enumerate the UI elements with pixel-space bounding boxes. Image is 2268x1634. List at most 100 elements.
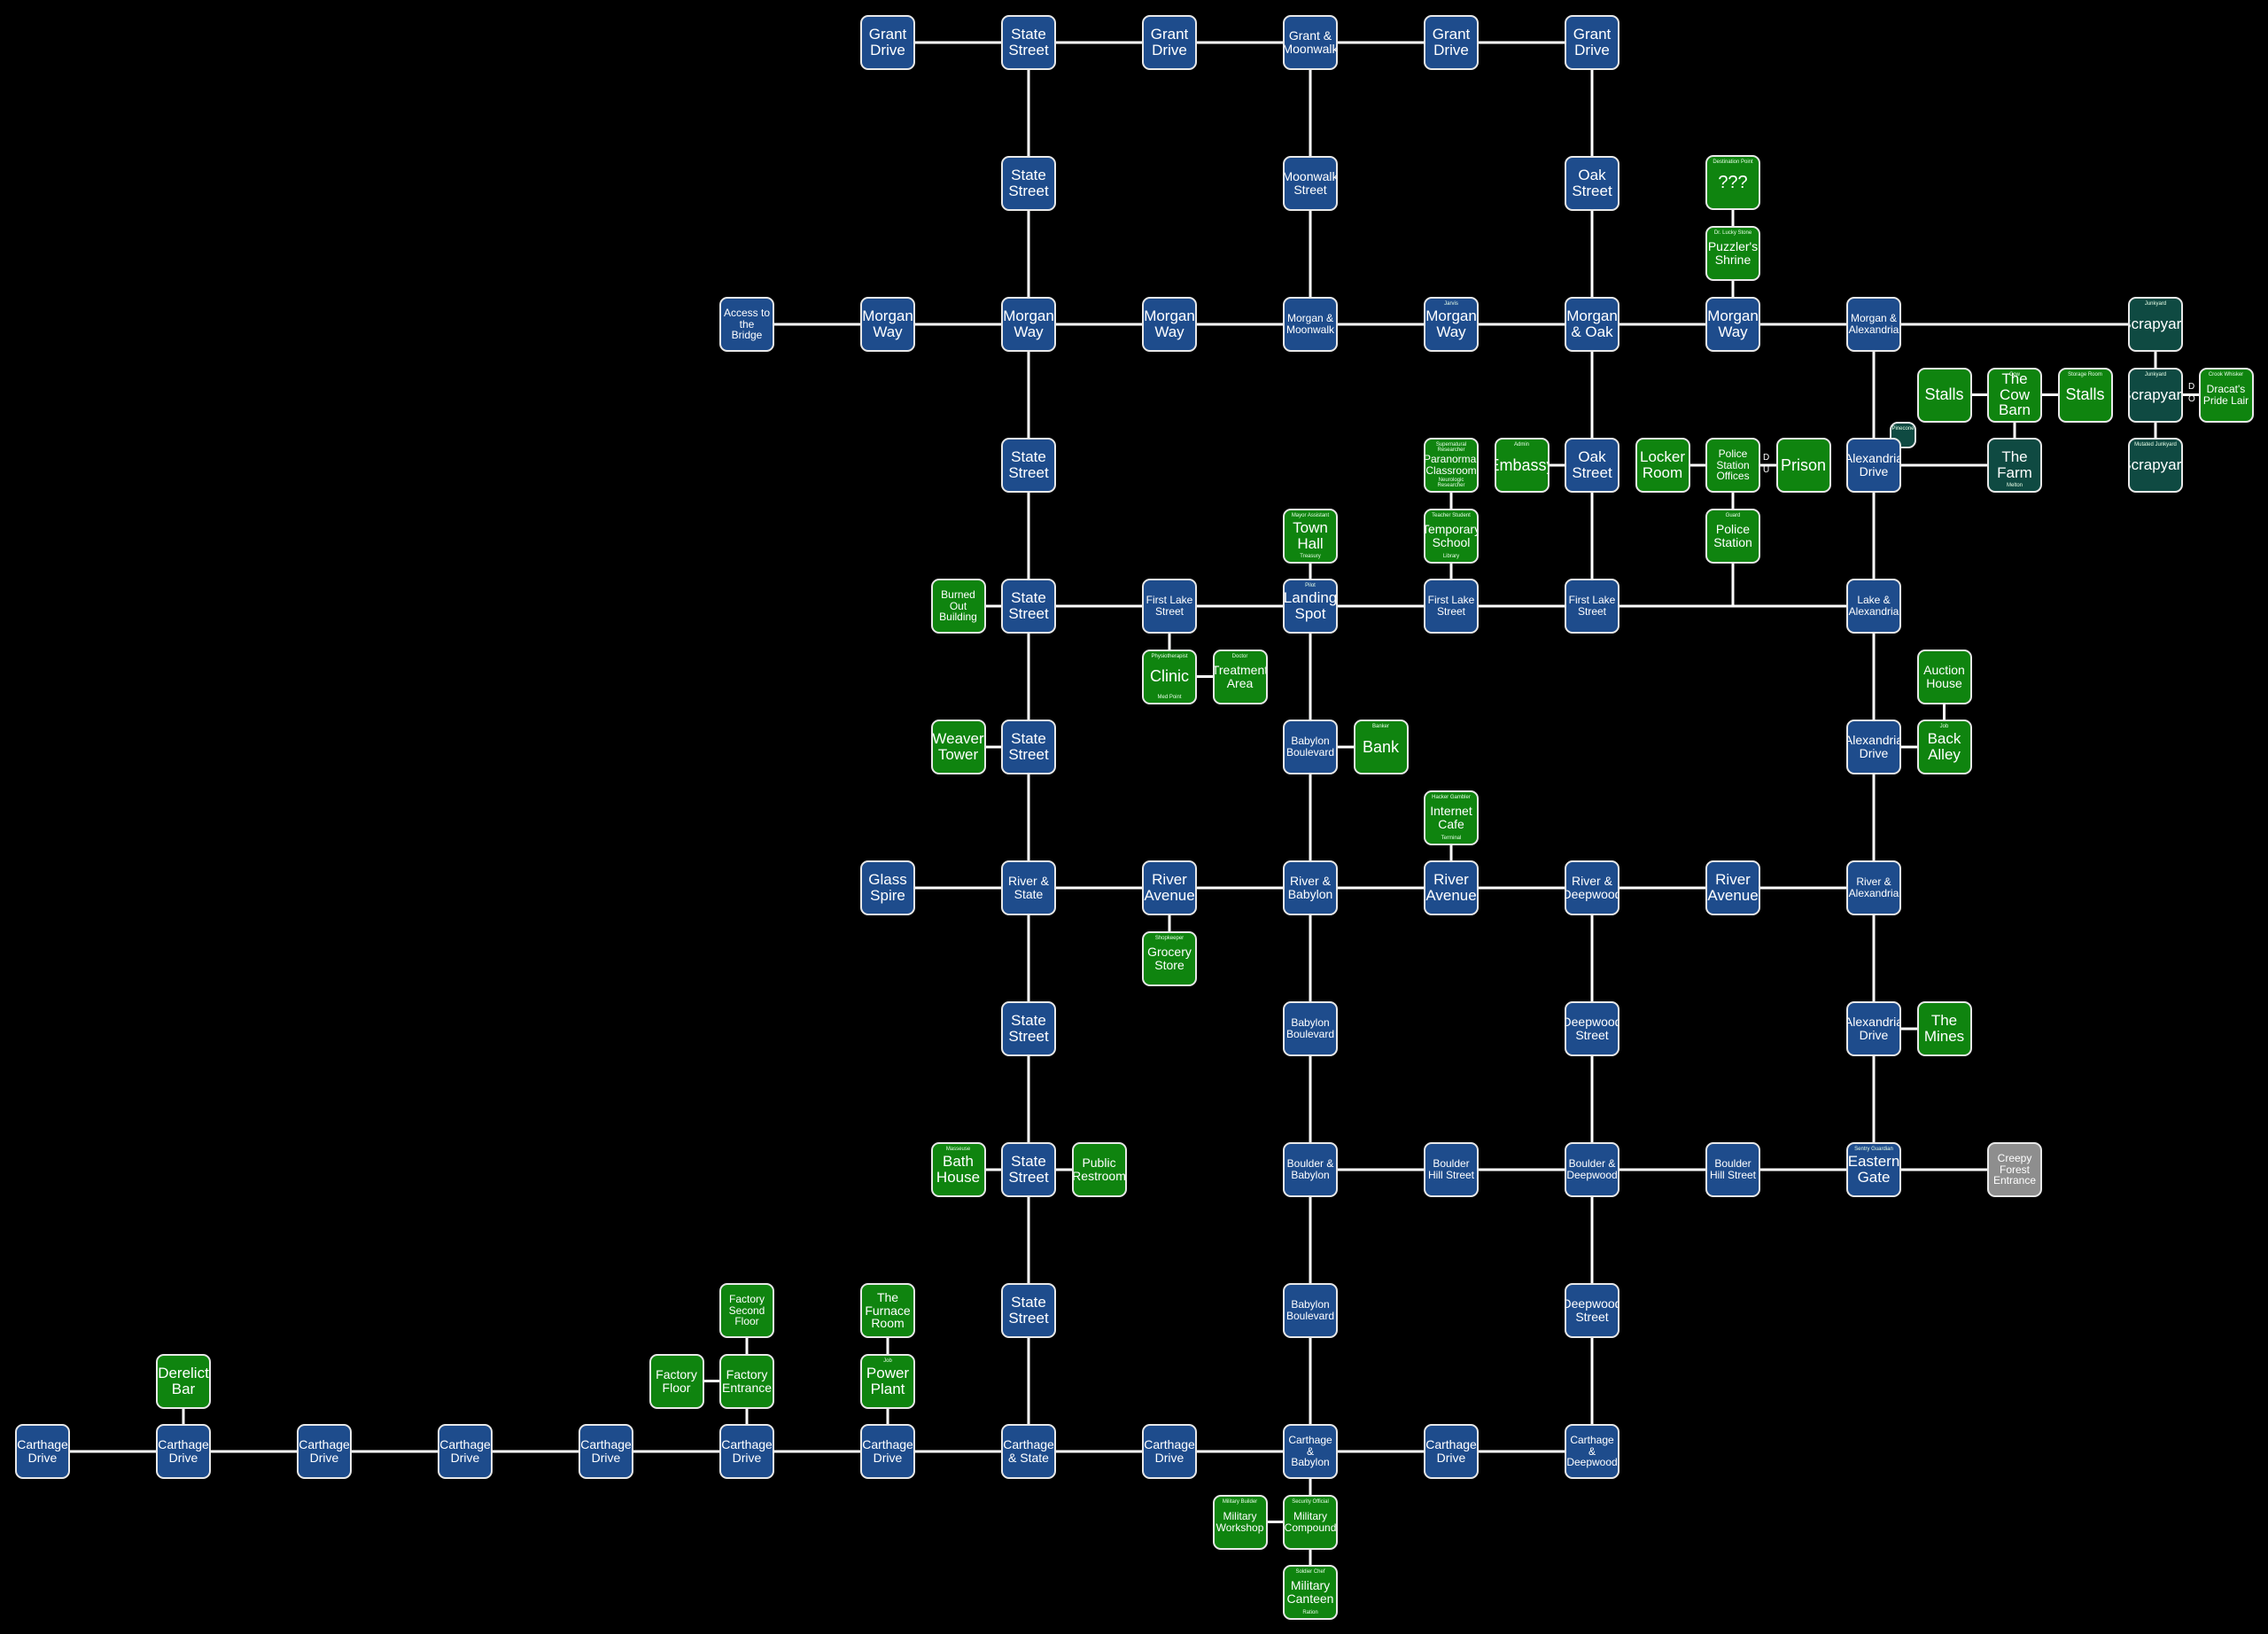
room-alexandria-drive-3[interactable]: Alexandria Drive [1846, 1001, 1901, 1056]
room-first-lake-4[interactable]: First Lake Street [1565, 579, 1619, 634]
room-alexandria-drive-1[interactable]: Alexandria Drive [1846, 438, 1901, 493]
room-river-avenue-3[interactable]: River Avenue [1705, 860, 1760, 915]
room-carthage-deepwood[interactable]: Carthage & Deepwood [1565, 1424, 1619, 1479]
room-babylon-blvd-2[interactable]: Babylon Boulevard [1283, 1001, 1338, 1056]
room-the-mines[interactable]: The Mines [1916, 1001, 1972, 1056]
room-scrapyard-3[interactable]: Mutated JunkyardScrapyard [2128, 438, 2183, 493]
room-state-street-1[interactable]: State Street [1001, 15, 1056, 70]
room-babylon-blvd-3[interactable]: Babylon Boulevard [1283, 1283, 1338, 1338]
room-state-street-4[interactable]: State Street [1001, 579, 1056, 634]
room-factory-floor[interactable]: Factory Floor [649, 1353, 704, 1409]
room-carthage-state[interactable]: Carthage & State [1001, 1424, 1056, 1479]
room-scrapyard-2[interactable]: JunkyardScrapyard [2128, 367, 2183, 423]
room-carthage-drive-7[interactable]: Carthage Drive [860, 1424, 915, 1479]
room-furnace-room[interactable]: The Furnace Room [860, 1283, 915, 1338]
room-grant-drive-2[interactable]: Grant Drive [1142, 15, 1197, 70]
room-moonwalk-street[interactable]: Moonwalk Street [1283, 156, 1338, 211]
room-river-deepwood[interactable]: River & Deepwood [1565, 860, 1619, 915]
room-state-street-2[interactable]: State Street [1001, 156, 1056, 211]
room-boulder-deepwood[interactable]: Boulder & Deepwood [1565, 1142, 1619, 1197]
room-carthage-drive-3[interactable]: Carthage Drive [297, 1424, 352, 1479]
room-grant-drive-4[interactable]: Grant Drive [1565, 15, 1619, 70]
room-morgan-moonwalk[interactable]: Morgan & Moonwalk [1283, 297, 1338, 352]
room-scrapyard-1[interactable]: JunkyardScrapyard [2128, 297, 2183, 352]
room-carthage-drive-8[interactable]: Carthage Drive [1142, 1424, 1197, 1479]
room-locker-room[interactable]: Locker Room [1635, 438, 1690, 493]
room-carthage-drive-1[interactable]: Carthage Drive [15, 1424, 70, 1479]
room-first-lake-3[interactable]: First Lake Street [1424, 579, 1479, 634]
room-state-street-5[interactable]: State Street [1001, 720, 1056, 774]
room-morgan-way-1[interactable]: Morgan Way [860, 297, 915, 352]
room-boulder-hill-2[interactable]: Boulder Hill Street [1705, 1142, 1760, 1197]
room-carthage-drive-2[interactable]: Carthage Drive [156, 1424, 211, 1479]
room-carthage-drive-5[interactable]: Carthage Drive [579, 1424, 633, 1479]
room-creepy-forest[interactable]: Creepy Forest Entrance [1987, 1142, 2042, 1197]
room-deepwood-street-1[interactable]: Deepwood Street [1565, 1001, 1619, 1056]
room-unknown-room[interactable]: Destination Point??? [1705, 155, 1760, 210]
room-grant-moonwalk[interactable]: Grant & Moonwalk [1283, 15, 1338, 70]
room-state-street-3[interactable]: State Street [1001, 438, 1056, 493]
room-prison[interactable]: Prison [1775, 438, 1831, 493]
room-state-street-8[interactable]: State Street [1001, 1283, 1056, 1338]
room-boulder-hill-1[interactable]: Boulder Hill Street [1424, 1142, 1479, 1197]
room-morgan-oak[interactable]: Morgan & Oak [1565, 297, 1619, 352]
room-deepwood-street-2[interactable]: Deepwood Street [1565, 1283, 1619, 1338]
room-state-street-7[interactable]: State Street [1001, 1142, 1056, 1197]
room-carthage-drive-9[interactable]: Carthage Drive [1424, 1424, 1479, 1479]
room-police-station-offices[interactable]: Police Station Offices [1705, 438, 1760, 493]
room-grant-drive-3[interactable]: Grant Drive [1424, 15, 1479, 70]
room-grant-drive-1[interactable]: Grant Drive [860, 15, 915, 70]
room-carthage-drive-4[interactable]: Carthage Drive [438, 1424, 493, 1479]
room-carthage-drive-6[interactable]: Carthage Drive [719, 1424, 774, 1479]
room-embassy[interactable]: AdminEmbassy [1494, 438, 1550, 493]
room-river-babylon[interactable]: River & Babylon [1283, 860, 1338, 915]
room-oak-street-1[interactable]: Oak Street [1565, 156, 1619, 211]
room-river-avenue-1[interactable]: River Avenue [1142, 860, 1197, 915]
room-glass-spire[interactable]: Glass Spire [860, 860, 915, 915]
room-morgan-way-5[interactable]: Morgan Way [1705, 297, 1760, 352]
room-babylon-blvd-1[interactable]: Babylon Boulevard [1283, 720, 1338, 774]
room-first-lake-1[interactable]: First Lake Street [1142, 579, 1197, 634]
room-state-street-6[interactable]: State Street [1001, 1001, 1056, 1056]
room-stalls-1[interactable]: Stalls [1916, 367, 1972, 423]
room-river-alexandria[interactable]: River & Alexandria [1846, 860, 1901, 915]
room-boulder-babylon[interactable]: Boulder & Babylon [1283, 1142, 1338, 1197]
room-derelict-bar[interactable]: Derelict Bar [156, 1353, 211, 1409]
room-factory-second-floor[interactable]: Factory Second Floor [719, 1283, 774, 1338]
room-carthage-babylon[interactable]: Carthage & Babylon [1283, 1424, 1338, 1479]
room-auction-house[interactable]: Auction House [1916, 649, 1972, 704]
room-public-restroom[interactable]: Public Restroom [1071, 1142, 1127, 1197]
room-alexandria-drive-2[interactable]: Alexandria Drive [1846, 720, 1901, 774]
room-morgan-way-2[interactable]: Morgan Way [1001, 297, 1056, 352]
room-morgan-alexandria[interactable]: Morgan & Alexandria [1846, 297, 1901, 352]
room-river-state[interactable]: River & State [1001, 860, 1056, 915]
room-lake-alexandria[interactable]: Lake & Alexandria [1846, 579, 1901, 634]
room-river-avenue-2[interactable]: River Avenue [1424, 860, 1479, 915]
room-burned-out-building[interactable]: Burned Out Building [930, 579, 986, 634]
room-oak-street-2[interactable]: Oak Street [1565, 438, 1619, 493]
room-factory-entrance[interactable]: Factory Entrance [719, 1353, 774, 1409]
room-morgan-way-3[interactable]: Morgan Way [1142, 297, 1197, 352]
